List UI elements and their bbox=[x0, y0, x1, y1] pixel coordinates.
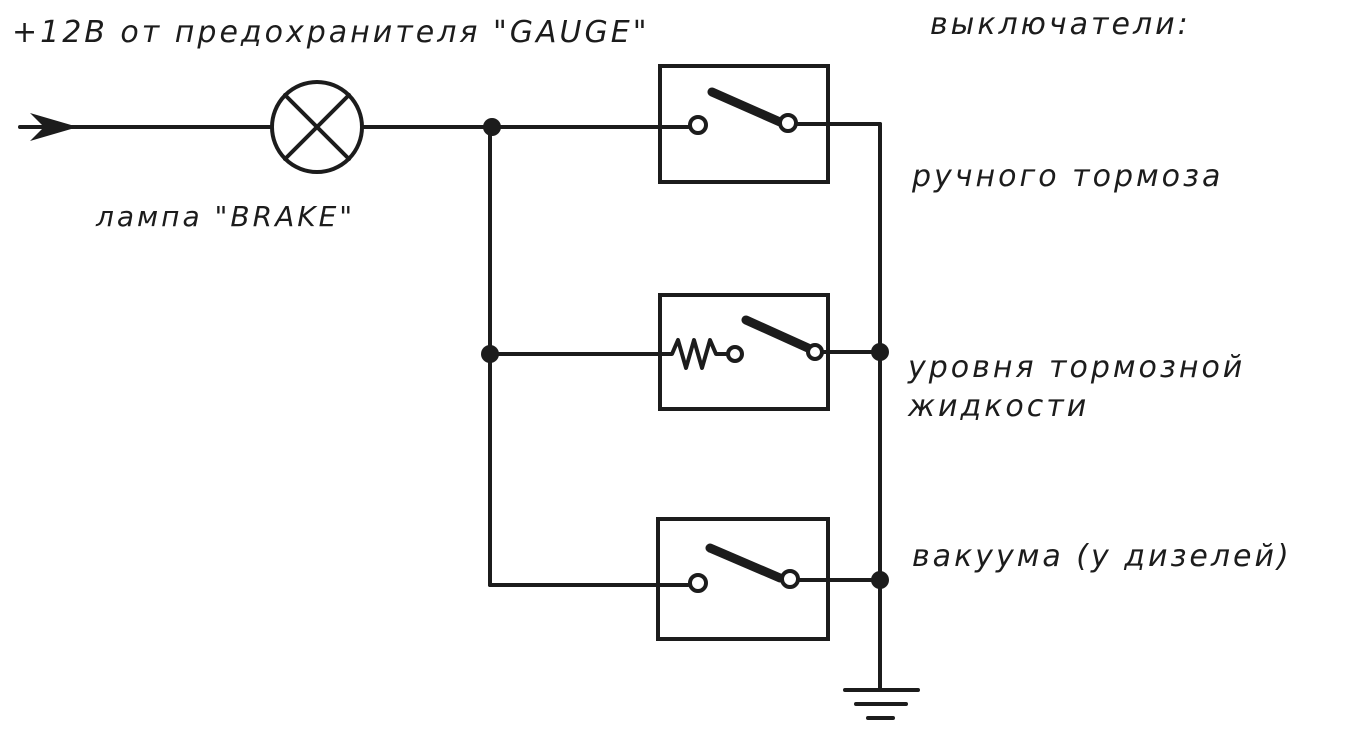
lamp-label: лампа "BRAKE" bbox=[96, 200, 356, 233]
junction-node bbox=[871, 343, 889, 361]
input-arrow-icon bbox=[18, 113, 274, 141]
vacuum-switch-label: вакуума (у дизелей) bbox=[912, 539, 1292, 574]
ground-icon bbox=[843, 688, 920, 720]
switches-heading: выключатели: bbox=[930, 7, 1191, 42]
handbrake-switch-label: ручного тормоза bbox=[912, 159, 1224, 194]
handbrake-switch-icon bbox=[658, 64, 830, 184]
junction-node bbox=[871, 571, 889, 589]
vacuum-switch-icon bbox=[656, 517, 830, 641]
junction-node bbox=[483, 118, 501, 136]
junction-node bbox=[481, 345, 499, 363]
fluid-level-switch-label-line1: уровня тормозной bbox=[908, 350, 1246, 385]
lamp-icon bbox=[270, 80, 364, 174]
fluid-level-switch-icon bbox=[658, 293, 830, 411]
fluid-level-switch-label-line2: жидкости bbox=[908, 389, 1090, 424]
supply-label: +12В от предохранителя "GAUGE" bbox=[12, 15, 650, 50]
